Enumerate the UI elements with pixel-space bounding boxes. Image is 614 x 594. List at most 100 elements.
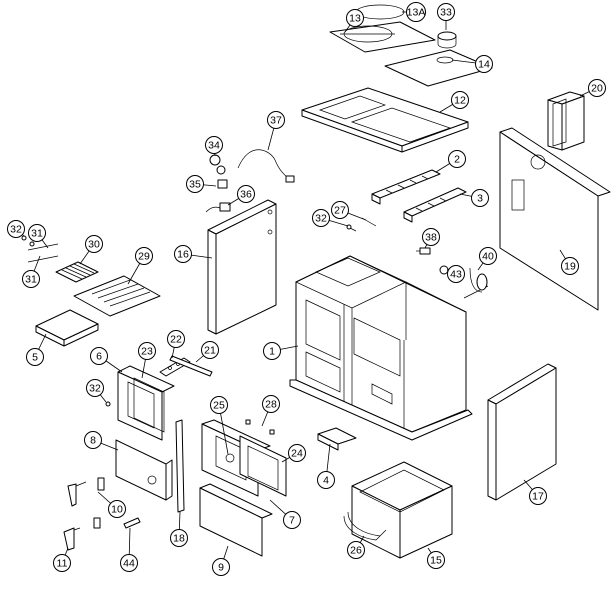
callout-bubble: 7 (283, 511, 301, 529)
callout-circle (22, 270, 40, 288)
callout-circle (447, 265, 465, 283)
flue-collar (437, 31, 457, 49)
callout-number: 23 (141, 346, 153, 358)
callout-bubble: 36 (237, 185, 255, 203)
callout-number: 38 (425, 232, 437, 244)
grate (55, 261, 99, 283)
callout-number: 16 (177, 249, 189, 261)
cooktop-plate (329, 4, 436, 53)
callout-bubble: 35 (186, 175, 204, 193)
callout-circle (263, 342, 281, 360)
screw (346, 224, 357, 232)
plug (217, 179, 228, 189)
callout-circle (120, 554, 138, 572)
callout-number: 32 (315, 213, 327, 225)
callout-bubble: 22 (167, 330, 185, 348)
callout-circle (201, 341, 219, 359)
callout-number: 27 (334, 205, 346, 217)
callout-number: 13 (349, 13, 361, 25)
callout-bubble: 30 (85, 235, 103, 253)
callout-circle (471, 189, 489, 207)
callout-number: 3 (477, 193, 483, 205)
callout-bubble: 18 (170, 529, 188, 547)
callout-circle (283, 511, 301, 529)
hinge-bar (169, 355, 213, 377)
callout-number: 37 (270, 115, 282, 127)
callout-number: 15 (430, 555, 442, 567)
lower-panel (199, 483, 273, 557)
callout-circle (108, 500, 126, 518)
thermostat (205, 202, 231, 213)
callout-circle (448, 150, 466, 168)
callout-number: 2 (454, 154, 460, 166)
callout-circle (346, 9, 364, 27)
spacer (123, 517, 141, 529)
callout-bubble: 15 (427, 551, 445, 569)
top-frame (301, 87, 469, 153)
callout-bubble: 3 (471, 189, 489, 207)
callout-bubble: 31 (28, 224, 46, 242)
callout-circle (317, 471, 335, 489)
callout-number: 14 (478, 59, 490, 71)
switch (209, 154, 226, 175)
callout-bubble: 44 (120, 554, 138, 572)
callout-number: 28 (265, 399, 277, 411)
callout-circle (451, 91, 469, 109)
callout-bubble: 33 (437, 3, 455, 21)
callout-number: 12 (454, 95, 466, 107)
bolt (416, 247, 431, 255)
callout-number: 35 (189, 179, 201, 191)
callout-circle (84, 431, 102, 449)
callout-circle (475, 55, 493, 73)
ash-drawer (351, 461, 453, 559)
callout-circle (561, 257, 579, 275)
callout-number: 13A (407, 7, 426, 19)
callout-circle (90, 347, 108, 365)
callout-circle (170, 529, 188, 547)
door-handle-bracket (63, 527, 81, 551)
callout-circle (331, 201, 349, 219)
callout-circle (347, 541, 365, 559)
callout-bubble: 32 (86, 379, 104, 397)
callout-bubble: 5 (26, 348, 44, 366)
callout-circle (479, 247, 497, 265)
callout-number: 32 (89, 383, 101, 395)
callout-circle (135, 247, 153, 265)
callout-bubble: 32 (312, 209, 330, 227)
callout-bubble: 31 (22, 270, 40, 288)
callout-circle (267, 111, 285, 129)
power-cord (237, 149, 295, 183)
callout-bubble: 20 (588, 79, 606, 97)
callout-bubble: 23 (138, 342, 156, 360)
callout-circle (288, 444, 306, 462)
callout-number: 4 (323, 475, 329, 487)
callout-number: 44 (123, 558, 135, 570)
oven-door-frame (117, 365, 175, 441)
callout-circle (167, 330, 185, 348)
callout-number: 17 (532, 491, 544, 503)
callout-bubble: 19 (561, 257, 579, 275)
back-panel (499, 127, 611, 311)
callout-bubble: 4 (317, 471, 335, 489)
callout-number: 36 (240, 189, 252, 201)
callout-bubble: 9 (212, 558, 230, 576)
callout-bubble: 2 (448, 150, 466, 168)
callout-number: 32 (10, 224, 22, 236)
callout-bubble: 21 (201, 341, 219, 359)
callout-number: 8 (90, 435, 96, 447)
callout-number: 19 (564, 261, 576, 273)
callout-number: 30 (88, 239, 100, 251)
callout-circle (210, 396, 228, 414)
leader-lines (15, 11, 598, 568)
callout-number: 29 (138, 251, 150, 263)
callout-bubble: 43 (447, 265, 465, 283)
callout-bubble: 6 (90, 347, 108, 365)
callout-circle (422, 228, 440, 246)
callout-circle (85, 235, 103, 253)
callout-bubble: 37 (267, 111, 285, 129)
firebox-body (289, 255, 473, 441)
flue-box (547, 91, 585, 151)
callout-number: 34 (208, 140, 220, 152)
callout-number: 6 (96, 351, 102, 363)
